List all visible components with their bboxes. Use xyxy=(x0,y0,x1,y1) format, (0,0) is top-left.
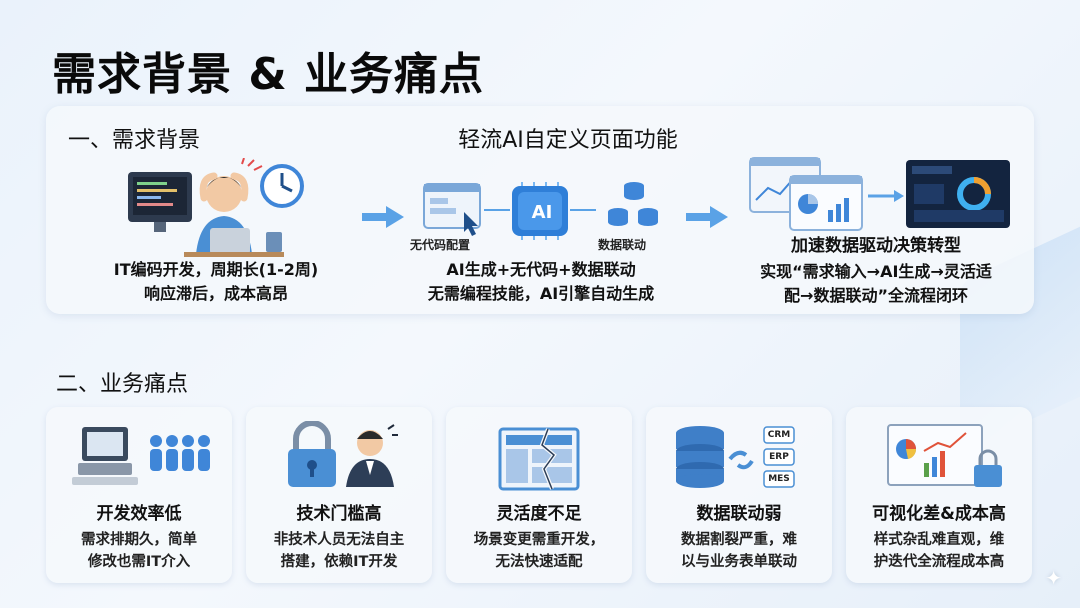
database-chain-icon xyxy=(646,421,832,491)
section-title-background: 一、需求背景 xyxy=(68,128,201,153)
background-right-line1: 加速数据驱动决策转型 xyxy=(791,236,961,256)
background-left-line2: 响应滞后，成本高昂 xyxy=(143,284,288,303)
pain-card-desc: 样式杂乱难直观，维 护迭代全流程成本高 xyxy=(852,529,1026,573)
ai-chip-label: AI xyxy=(531,202,553,223)
pain-card-efficiency: 开发效率低 需求排期久，简单 修改也需IT介入 xyxy=(46,407,232,583)
stressed-developer-illustration xyxy=(124,157,314,258)
computer-and-people-icon xyxy=(46,421,232,491)
pain-card-data-linkage: CRM ERP MES 数据联动弱 数据割裂严重，难 以与业务表单联动 xyxy=(646,407,832,583)
tag-erp: ERP xyxy=(769,452,789,462)
pain-card-title: 技术门槛高 xyxy=(296,504,382,524)
background-middle-line2: 无需编程技能，AI引擎自动生成 xyxy=(427,284,655,303)
arrow-right-icon xyxy=(362,204,404,230)
pain-card-desc-line2: 以与业务表单联动 xyxy=(681,554,797,570)
page-title: 需求背景 & 业务痛点 xyxy=(52,49,485,100)
pain-card-title: 数据联动弱 xyxy=(696,504,782,524)
pain-card-desc-line1: 需求排期久，简单 xyxy=(81,532,197,548)
background-panel: 一、需求背景 轻流AI自定义页面功能 IT编码开发，周期长(1-2周) xyxy=(46,106,1034,314)
tag-crm: CRM xyxy=(767,430,791,440)
background-left-text: IT编码开发，周期长(1-2周) 响应滞后，成本高昂 xyxy=(66,258,366,306)
pain-card-title: 灵活度不足 xyxy=(496,504,582,524)
background-middle-line1: AI生成+无代码+数据联动 xyxy=(446,260,636,279)
pain-card-title: 开发效率低 xyxy=(96,504,182,524)
background-right-line2: 实现“需求输入→AI生成→灵活适 xyxy=(760,262,992,281)
arrow-right-icon xyxy=(686,204,728,230)
background-right-line3: 配→数据联动”全流程闭环 xyxy=(784,286,968,305)
lock-and-person-icon xyxy=(246,420,432,491)
pain-card-desc-line1: 样式杂乱难直观，维 xyxy=(873,532,1005,548)
feature-title: 轻流AI自定义页面功能 xyxy=(458,128,678,153)
pain-card-flexibility: 灵活度不足 场景变更需重开发， 无法快速适配 xyxy=(446,407,632,583)
tag-mes: MES xyxy=(768,474,790,484)
pain-card-desc-line2: 无法快速适配 xyxy=(495,554,583,570)
background-right-text: 加速数据驱动决策转型 实现“需求输入→AI生成→灵活适 配→数据联动”全流程闭环 xyxy=(726,234,1026,308)
ai-nocode-illustration xyxy=(418,172,668,252)
pain-card-desc: 非技术人员无法自主 搭建，依赖IT开发 xyxy=(252,529,426,573)
pain-card-desc: 场景变更需重开发， 无法快速适配 xyxy=(452,529,626,573)
pain-card-threshold: 技术门槛高 非技术人员无法自主 搭建，依赖IT开发 xyxy=(246,407,432,583)
pain-card-desc-line1: 数据割裂严重，难 xyxy=(681,532,797,548)
pain-card-desc-line2: 搭建，依赖IT开发 xyxy=(280,554,398,570)
pain-card-visualization: 可视化差&成本高 样式杂乱难直观，维 护迭代全流程成本高 xyxy=(846,407,1032,583)
pain-card-desc-line1: 非技术人员无法自主 xyxy=(273,532,405,548)
broken-layout-icon xyxy=(446,421,632,491)
background-left-line1: IT编码开发，周期长(1-2周) xyxy=(113,260,319,279)
pain-card-desc: 需求排期久，简单 修改也需IT介入 xyxy=(52,529,226,573)
section-title-pain: 二、业务痛点 xyxy=(56,372,189,397)
label-nocode: 无代码配置 xyxy=(410,238,471,252)
pain-card-desc-line2: 修改也需IT介入 xyxy=(87,554,191,570)
pain-card-desc: 数据割裂严重，难 以与业务表单联动 xyxy=(652,529,826,573)
dashboard-illustration xyxy=(746,154,1016,234)
pain-card-title: 可视化差&成本高 xyxy=(872,504,1006,524)
pain-card-desc-line2: 护迭代全流程成本高 xyxy=(873,554,1005,570)
report-chart-lock-icon xyxy=(846,421,1032,491)
sparkle-icon: ✦ xyxy=(1045,566,1062,590)
label-data-link: 数据联动 xyxy=(598,238,647,252)
pain-card-desc-line1: 场景变更需重开发， xyxy=(473,532,605,548)
background-middle-text: AI生成+无代码+数据联动 无需编程技能，AI引擎自动生成 xyxy=(376,258,706,306)
